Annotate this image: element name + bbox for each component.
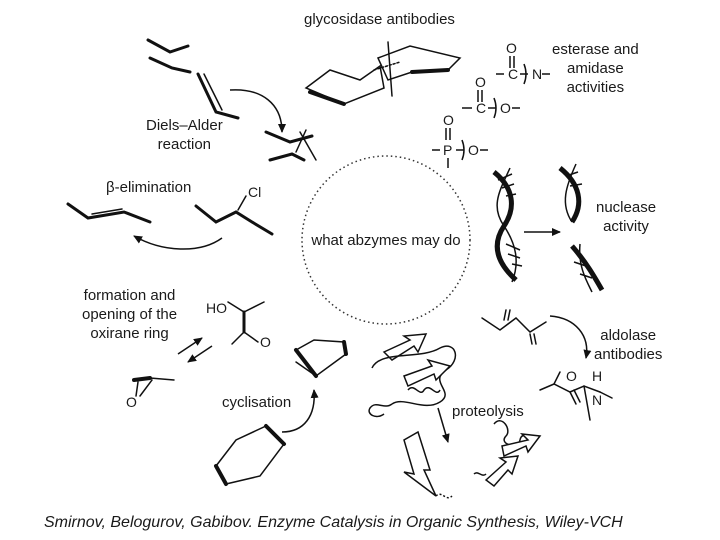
- dna-helix-left: [492, 167, 523, 283]
- dna-helix-right: [558, 163, 605, 293]
- aldolase-label-line-1: aldolase: [600, 327, 657, 344]
- diels-alder-arrow: [229, 89, 286, 133]
- aldolase-nitrogen: N: [592, 392, 603, 408]
- esterase-label: esterase and amidase activities: [552, 40, 639, 97]
- center-circle: [301, 155, 471, 325]
- proteolysis-arrow: [437, 407, 450, 443]
- aldolase-molecules: [481, 309, 613, 421]
- esterase-carbon-1: C: [508, 66, 519, 82]
- phosphorus-atom: P: [443, 142, 453, 158]
- nuclease-label: nuclease activity: [596, 198, 656, 236]
- cyclisation-ring-bottom: [214, 424, 286, 486]
- oxirane-epoxide: [132, 376, 175, 397]
- cyclisation-arrow: [281, 389, 319, 433]
- oxirane-diol: [227, 301, 265, 345]
- diels-alder-reactants: [146, 38, 240, 120]
- nuclease-label-line-1: nuclease: [596, 199, 657, 216]
- aldolase-label: aldolase antibodies: [594, 326, 662, 364]
- elimination-label: β-elimination: [106, 179, 192, 196]
- proteolysis-label: proteolysis: [452, 403, 524, 420]
- esterase-nitrogen: N: [532, 66, 543, 82]
- esterase-oxygen-1: O: [506, 40, 517, 56]
- protein-fragments: [403, 420, 542, 499]
- oxirane-diol-oxygen: O: [260, 334, 271, 350]
- oxirane-arrows: [177, 337, 213, 363]
- esterase-label-line-1: esterase and: [552, 41, 639, 58]
- oxirane-label: formation and opening of the oxirane rin…: [82, 286, 177, 343]
- cyclisation-ring-top: [294, 339, 348, 378]
- elimination-arrow: [133, 235, 223, 250]
- oxirane-label-line-1: formation and: [83, 287, 176, 304]
- aldolase-label-line-2: antibodies: [594, 346, 663, 363]
- chlorine-atom: Cl: [248, 184, 262, 200]
- esterase-bonds: [432, 56, 550, 168]
- aldolase-hydrogen: H: [592, 368, 603, 384]
- aldolase-arrow: [549, 315, 592, 359]
- nuclease-label-line-2: activity: [603, 218, 649, 235]
- glycosidase-chairs: [304, 41, 462, 106]
- diels-alder-label-line-1: Diels–Alder: [146, 117, 223, 134]
- protein-folded: [368, 333, 457, 418]
- center-label: what abzymes may do: [311, 232, 461, 249]
- diels-alder-product: [264, 129, 317, 162]
- hydroxyl-group: HO: [206, 300, 227, 316]
- cyclisation-label: cyclisation: [222, 394, 292, 411]
- epoxide-oxygen: O: [126, 394, 137, 410]
- esterase-oxygen-5: O: [468, 142, 479, 158]
- esterase-label-line-3: activities: [566, 79, 625, 96]
- oxirane-label-line-3: oxirane ring: [90, 325, 169, 342]
- esterase-label-line-2: amidase: [567, 60, 624, 77]
- citation-caption: Smirnov, Belogurov, Gabibov. Enzyme Cata…: [44, 514, 623, 531]
- esterase-oxygen-4: O: [443, 112, 454, 128]
- aldolase-oxygen: O: [566, 368, 577, 384]
- esterase-oxygen-2: O: [475, 74, 486, 90]
- esterase-oxygen-3: O: [500, 100, 511, 116]
- elimination-molecules: [66, 195, 274, 236]
- esterase-carbon-2: C: [476, 100, 487, 116]
- oxirane-label-line-2: opening of the: [82, 306, 178, 323]
- diels-alder-label: Diels–Alder reaction: [146, 116, 223, 154]
- diels-alder-label-line-2: reaction: [157, 136, 212, 153]
- glycosidase-label: glycosidase antibodies: [304, 11, 455, 28]
